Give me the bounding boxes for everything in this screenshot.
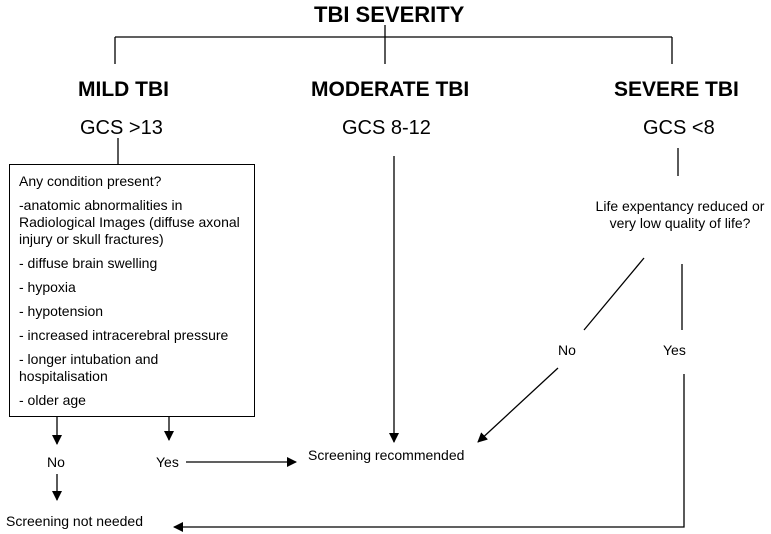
moderate-heading: MODERATE TBI [311,78,470,101]
mild-no-label: No [47,454,65,470]
diagram-title: TBI SEVERITY [314,2,465,27]
condition-age: - older age [19,392,246,409]
condition-line: injury or skull fractures) [19,231,164,247]
condition-line: - hypotension [19,303,104,319]
condition-pressure: - increased intracerebral pressure [19,327,246,344]
condition-swelling: - diffuse brain swelling [19,255,246,272]
condition-anatomic: -anatomic abnormalities in Radiological … [19,197,246,248]
condition-line: - older age [19,392,86,408]
severe-no-to-screening-arrow [477,367,559,443]
mild-yes-label: Yes [156,454,179,470]
severe-gcs-label: GCS <8 [643,117,715,139]
condition-line: hospitalisation [19,368,108,384]
severe-heading: SEVERE TBI [614,78,739,101]
condition-line: -anatomic abnormalities in [19,197,183,213]
condition-line: - longer intubation and [19,351,159,367]
condition-hypoxia: - hypoxia [19,279,246,296]
condition-intubation: - longer intubation and hospitalisation [19,351,246,385]
screening-recommended-label: Screening recommended [308,447,465,463]
severe-question-line: very low quality of life? [609,215,751,231]
severe-question-line: Life expentancy reduced or [595,198,765,214]
screening-not-needed-label: Screening not needed [6,513,143,529]
mild-gcs-label: GCS >13 [80,117,163,139]
severe-yes-to-not-needed-arrow [173,374,685,532]
severe-question-to-no-line [583,257,645,331]
mild-conditions-box: Any condition present? -anatomic abnorma… [9,164,255,417]
condition-line: - increased intracerebral pressure [19,327,229,343]
severe-question: Life expentancy reduced or very low qual… [590,198,770,232]
severe-yes-label: Yes [663,342,686,358]
moderate-gcs-label: GCS 8-12 [342,117,431,139]
severe-no-label: No [558,342,576,358]
mild-heading: MILD TBI [78,78,169,101]
condition-line: - diffuse brain swelling [19,255,158,271]
mild-question: Any condition present? [19,173,162,189]
condition-line: Radiological Images (diffuse axonal [19,214,240,230]
condition-hypotension: - hypotension [19,303,246,320]
condition-line: - hypoxia [19,279,76,295]
